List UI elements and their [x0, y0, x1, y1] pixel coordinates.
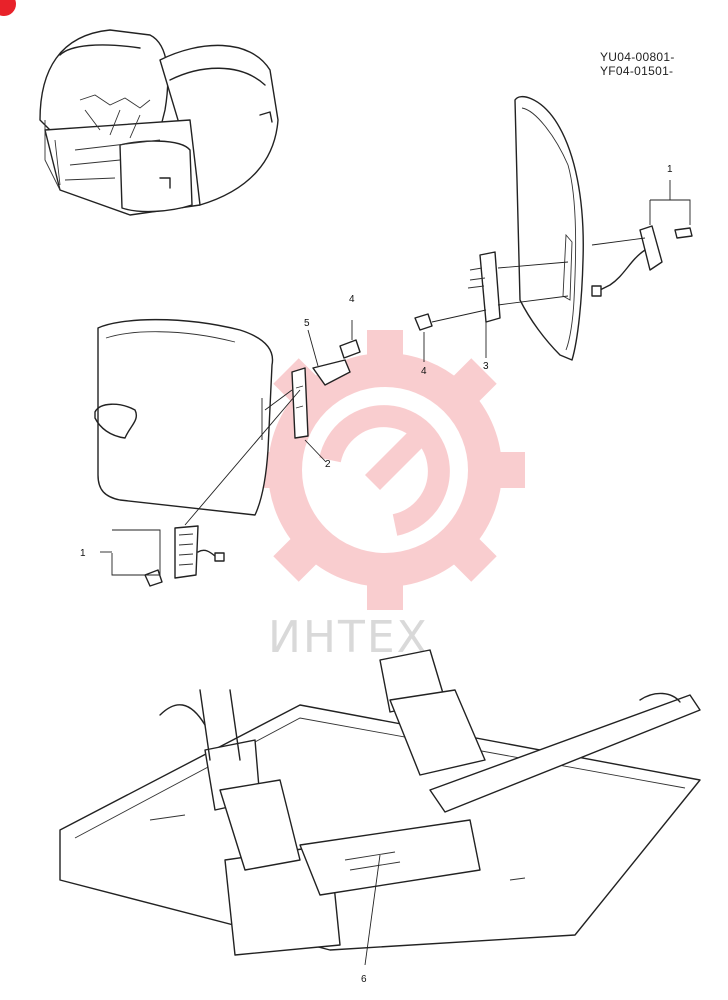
watermark-logo [245, 330, 525, 610]
machine-overview [39, 29, 279, 216]
serial-range-2: YF04-01501- [600, 64, 674, 78]
watermark-text: ИНТЕХ [268, 612, 429, 663]
callout-3: 3 [483, 361, 489, 372]
callout-4-upper: 4 [349, 294, 355, 305]
callout-5: 5 [304, 318, 310, 329]
right-window-assembly [414, 95, 693, 361]
callout-1-left: 1 [80, 548, 86, 559]
serial-range-1: YU04-00801- [600, 50, 675, 64]
frame-assembly [59, 649, 701, 966]
callout-6: 6 [361, 974, 367, 985]
callout-2: 2 [325, 459, 331, 470]
corner-logo-mark [0, 0, 16, 16]
callout-1-right: 1 [667, 164, 673, 175]
callout-4-lower: 4 [421, 366, 427, 377]
front-window-assembly [94, 318, 361, 587]
